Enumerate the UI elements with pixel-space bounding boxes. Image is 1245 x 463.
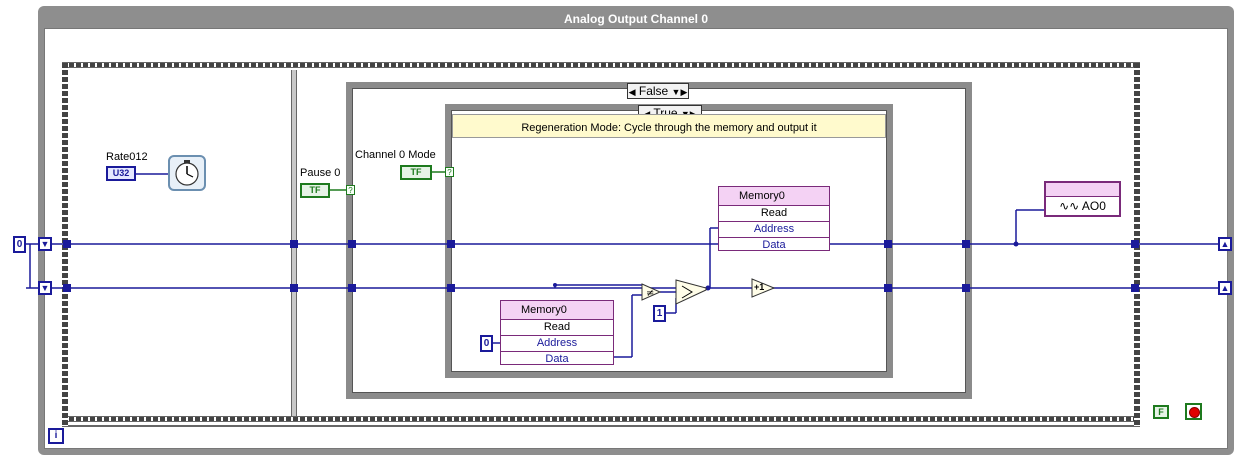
shift-register-left-2[interactable]: ▼: [38, 281, 52, 295]
memory-name: Memory0: [719, 187, 829, 206]
ao-channel-name: AO0: [1081, 199, 1106, 213]
stop-condition-icon[interactable]: [1185, 403, 1202, 420]
film-strip-top: [62, 62, 1140, 68]
memory-read-node-top[interactable]: Memory0 Read Address Data: [718, 186, 830, 251]
tunnel: [290, 240, 298, 248]
svg-text:≠: ≠: [646, 288, 654, 299]
shift-register-left-1[interactable]: ▼: [38, 237, 52, 251]
tunnel: [348, 240, 356, 248]
address-constant[interactable]: 0: [480, 335, 493, 352]
memory-data-output[interactable]: Data: [545, 353, 569, 365]
comment-box: Regeneration Mode: Cycle through the mem…: [452, 114, 886, 138]
memory-method: Read: [719, 206, 829, 222]
tunnel: [1131, 284, 1139, 292]
case-selector-terminal-outer: ?: [346, 185, 355, 195]
rate-terminal[interactable]: U32: [106, 166, 136, 181]
loop-title: Analog Output Channel 0: [564, 12, 708, 26]
tunnel: [884, 240, 892, 248]
shift-register-right-1[interactable]: ▲: [1218, 237, 1232, 251]
increment-node: [751, 278, 776, 298]
tunnel: [63, 284, 71, 292]
memory-method: Read: [501, 320, 613, 336]
memory-read-node-bottom[interactable]: Memory0 Read Address Data: [500, 300, 614, 365]
tunnel: [884, 284, 892, 292]
tunnel: [962, 240, 970, 248]
tunnel: [1131, 240, 1139, 248]
memory-name: Memory0: [501, 301, 613, 320]
memory-data-output[interactable]: Data: [762, 239, 786, 251]
select-node: [675, 279, 707, 305]
tunnel: [962, 284, 970, 292]
waveform-icon: ∿∿: [1059, 199, 1080, 213]
channel-mode-terminal[interactable]: TF: [400, 165, 432, 180]
iteration-terminal: i: [48, 428, 64, 444]
tunnel: [447, 240, 455, 248]
shift-register-right-2[interactable]: ▲: [1218, 281, 1232, 295]
stop-constant[interactable]: F: [1153, 405, 1169, 419]
pause-label: Pause 0: [300, 167, 341, 179]
rate-label: Rate012: [106, 151, 148, 163]
increment-label: +1: [754, 282, 765, 292]
film-strip-bottom: [62, 416, 1140, 422]
tunnel: [290, 284, 298, 292]
channel-mode-label: Channel 0 Mode: [355, 149, 436, 161]
analog-output-node[interactable]: ∿∿ AO0: [1044, 181, 1121, 217]
memory-address-input[interactable]: Address: [501, 336, 613, 352]
tunnel: [348, 284, 356, 292]
not-equal-node: [641, 283, 662, 301]
memory-address-input[interactable]: Address: [719, 222, 829, 238]
one-constant[interactable]: 1: [653, 305, 666, 322]
loop-timer-icon[interactable]: [168, 155, 206, 191]
init-constant[interactable]: 0: [13, 236, 26, 253]
case-selector-terminal-inner: ?: [445, 167, 454, 177]
tunnel: [447, 284, 455, 292]
case-selector-outer[interactable]: ◀ False ▼▶: [627, 83, 689, 99]
pause-terminal[interactable]: TF: [300, 183, 330, 198]
tunnel: [63, 240, 71, 248]
